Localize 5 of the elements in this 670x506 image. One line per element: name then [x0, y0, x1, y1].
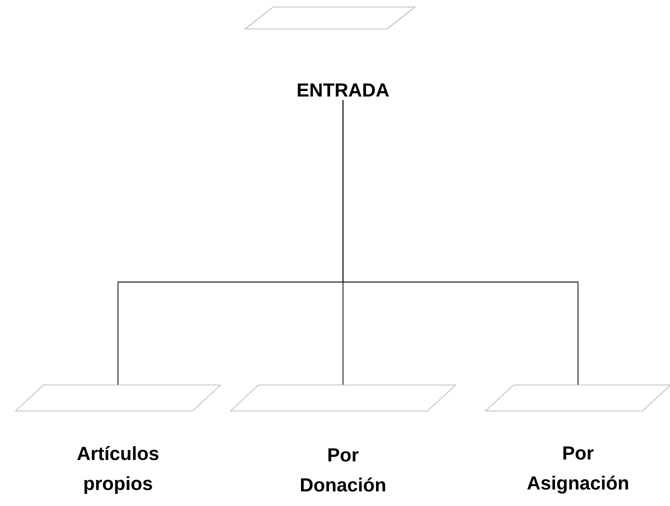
node-label: Por Asignación: [527, 446, 628, 494]
node-label: Artículos propios: [77, 446, 158, 494]
node-label: Por Donación: [301, 448, 386, 492]
heading: ENTRADA: [298, 83, 389, 97]
connector: [342, 100, 578, 386]
